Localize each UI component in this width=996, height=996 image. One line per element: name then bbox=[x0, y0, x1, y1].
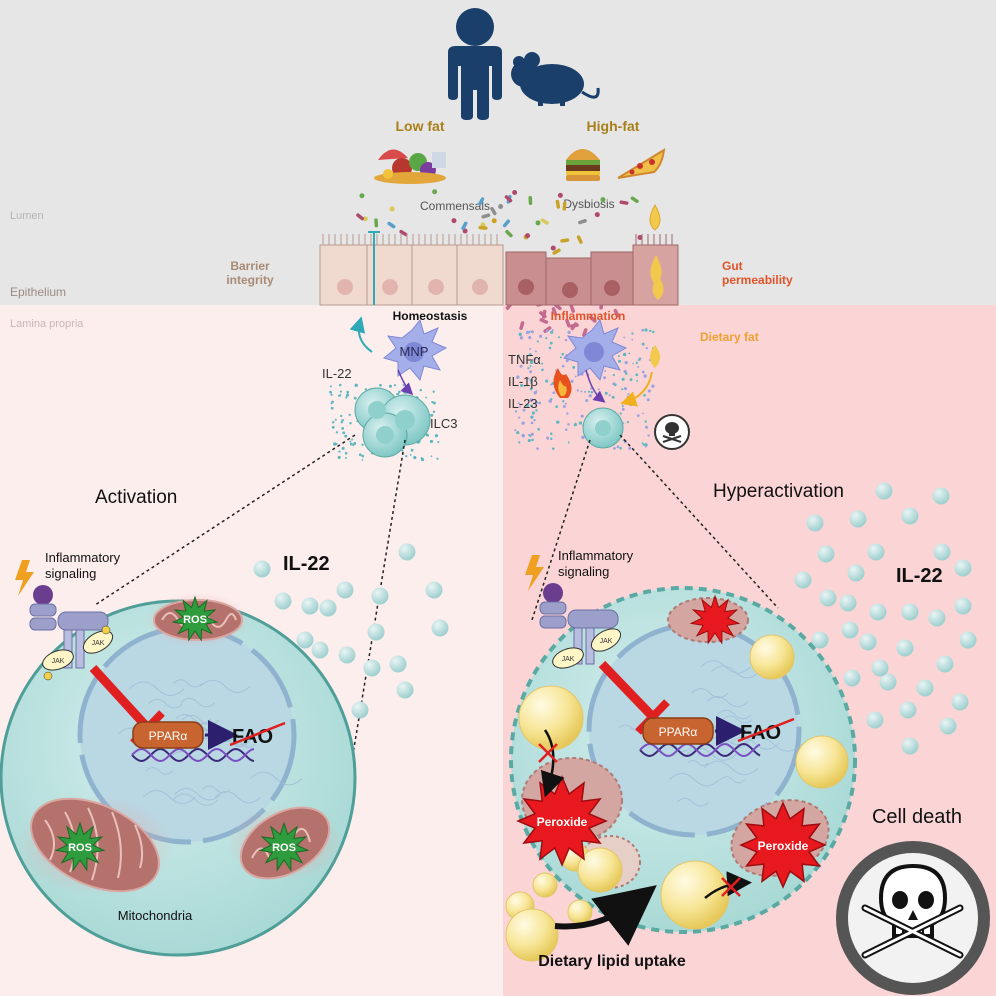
barrier-integrity-label-line2: integrity bbox=[226, 273, 274, 287]
layer-label-epithelium: Epithelium bbox=[10, 285, 66, 299]
damaged-mitochondria-top bbox=[667, 594, 749, 645]
barrier-integrity-label-line1: Barrier bbox=[230, 259, 270, 273]
ros-label-top: ROS bbox=[183, 614, 207, 626]
il22-feedback-arrow bbox=[349, 316, 373, 353]
ppara-label-right: PPARα bbox=[659, 725, 698, 739]
blocked-cross-left bbox=[538, 743, 558, 763]
ros-star-left: ROS bbox=[54, 821, 106, 872]
fao-strike-right bbox=[737, 717, 795, 743]
dietary-fat-arrow bbox=[620, 371, 653, 407]
inflammatory-signaling-left-line1: Inflammatory bbox=[45, 550, 121, 565]
dietary-lipid-uptake-label: Dietary lipid uptake bbox=[538, 953, 686, 970]
fat-droplet-icon bbox=[649, 204, 661, 231]
inhibition-line-left bbox=[89, 664, 151, 731]
jak-label-right-2: JAK bbox=[600, 638, 613, 645]
ros-label-right: ROS bbox=[272, 842, 296, 854]
ppara-box-left: PPARα bbox=[132, 721, 204, 749]
inflammatory-signaling-right-line1: Inflammatory bbox=[558, 548, 634, 563]
cell-death-label: Cell death bbox=[872, 806, 962, 828]
fire-icon bbox=[553, 368, 572, 398]
mnp-cell-left: MNP bbox=[382, 318, 448, 382]
fao-strike-left bbox=[229, 721, 286, 747]
ros-star-top: ROS bbox=[171, 595, 219, 642]
lightning-icon bbox=[15, 560, 34, 596]
il23-label: IL-23 bbox=[508, 396, 538, 411]
layer-label-lumen: Lumen bbox=[10, 210, 44, 222]
pizza-icon bbox=[617, 148, 666, 179]
zoom-line-right-1 bbox=[531, 439, 591, 621]
epithelium-damaged bbox=[505, 234, 679, 306]
blocked-cross-right bbox=[721, 877, 741, 897]
ilc3-cluster: ILC3 bbox=[354, 387, 457, 458]
jak-label-left-2: JAK bbox=[92, 640, 105, 647]
zoom-line-left-1 bbox=[94, 434, 356, 606]
ros-label-left: ROS bbox=[68, 842, 92, 854]
human-icon bbox=[448, 8, 502, 120]
inflammatory-signaling-left-line2: signaling bbox=[45, 566, 96, 581]
ilc3-cell-right bbox=[582, 407, 624, 449]
ros-star-right: ROS bbox=[258, 821, 310, 872]
inflammatory-signaling-right-line2: signaling bbox=[558, 564, 609, 579]
ppara-box-right: PPARα bbox=[642, 717, 714, 745]
mnp-to-ilc3-arrow bbox=[397, 369, 414, 396]
skull-icon bbox=[654, 414, 690, 450]
gut-permeability-label-line1: Gut bbox=[722, 259, 743, 273]
inhibition-line-right bbox=[598, 660, 656, 720]
hyperactivation-label: Hyperactivation bbox=[713, 481, 844, 502]
il22-large-label-right: IL-22 bbox=[896, 565, 943, 587]
gut-permeability-label-line2: permeability bbox=[722, 273, 793, 287]
il1b-label: IL-1β bbox=[508, 374, 538, 389]
ppara-label-left: PPARα bbox=[149, 729, 188, 743]
fat-droplet-icon bbox=[650, 345, 660, 368]
ilc3-label: ILC3 bbox=[430, 416, 457, 431]
homeostasis-label: Homeostasis bbox=[393, 309, 468, 323]
skull-icon bbox=[836, 841, 990, 995]
mnp-cell-right bbox=[562, 318, 628, 382]
burger-icon bbox=[566, 149, 600, 181]
dysbiosis-label: Dysbiosis bbox=[563, 197, 614, 211]
high-fat-label: High-fat bbox=[587, 118, 640, 134]
inflammation-label: Inflammation bbox=[551, 309, 626, 323]
mnp-label: MNP bbox=[400, 344, 429, 359]
cytokine-receptor-right: JAK JAK bbox=[539, 583, 622, 669]
lipid-arrow-right bbox=[704, 871, 752, 899]
mitochondria-bottom-left bbox=[15, 795, 175, 895]
peroxide-label-right: Peroxide bbox=[758, 839, 809, 853]
tnfa-label: TNFα bbox=[508, 352, 541, 367]
epithelium-healthy bbox=[319, 231, 504, 306]
peroxide-burst-right: Peroxide bbox=[739, 801, 827, 889]
lightning-icon bbox=[525, 555, 544, 591]
il22-small-label: IL-22 bbox=[322, 366, 352, 381]
jak-label-left-1: JAK bbox=[52, 658, 65, 665]
layer-label-lamina-propria: Lamina propria bbox=[10, 318, 84, 330]
peroxide-burst-left: Peroxide bbox=[516, 775, 608, 867]
low-fat-label: Low fat bbox=[396, 118, 445, 134]
mitochondria-label: Mitochondria bbox=[118, 908, 193, 923]
vegetables-icon bbox=[374, 149, 446, 184]
jak-label-right-1: JAK bbox=[562, 656, 575, 663]
activation-label: Activation bbox=[95, 487, 177, 508]
lipid-arrow-left bbox=[540, 729, 565, 798]
mouse-icon bbox=[511, 52, 600, 106]
dietary-fat-label: Dietary fat bbox=[700, 330, 759, 344]
mnp-right-arrow bbox=[585, 369, 606, 403]
il22-large-label-left: IL-22 bbox=[283, 553, 330, 575]
cytokine-receptor-left: JAK JAK bbox=[29, 585, 114, 681]
peroxide-label-left: Peroxide bbox=[537, 815, 588, 829]
lipid-uptake-arrow bbox=[554, 885, 657, 946]
commensals-label: Commensals bbox=[420, 199, 490, 213]
